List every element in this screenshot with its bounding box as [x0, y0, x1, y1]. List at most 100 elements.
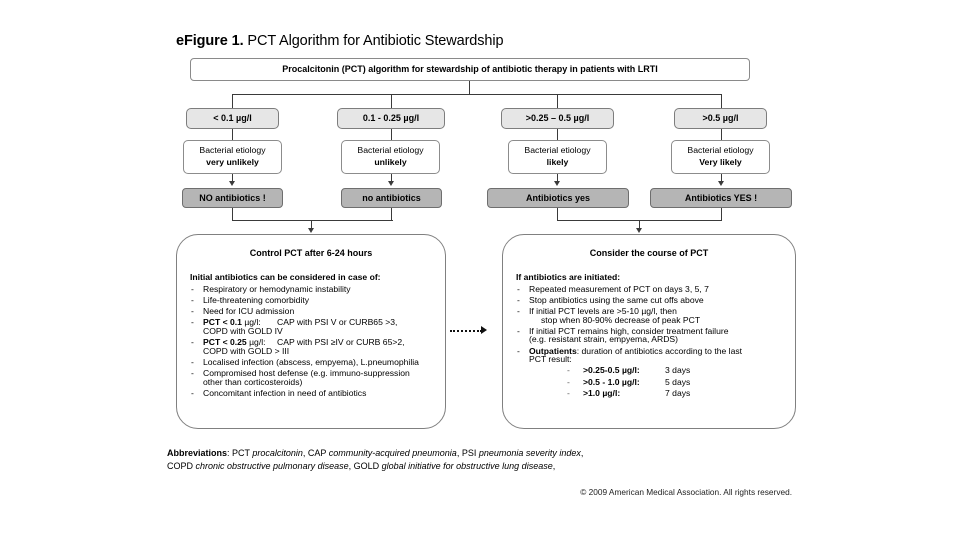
abbrev-italic: global initiative for obstructive lung d… [381, 461, 553, 472]
abbrev-text: COPD [167, 461, 196, 472]
etiology-box-1: Bacterial etiology very unlikely [183, 140, 282, 174]
page-title: eFigure 1. PCT Algorithm for Antibiotic … [176, 33, 504, 49]
duration-value: 3 days [665, 364, 691, 375]
rule-value-2: CAP with PSI ≥IV or CURB 65>2, [277, 336, 405, 347]
abbrev-text: , [552, 461, 556, 472]
outpatients-text: : duration of antibiotics according to t… [576, 345, 743, 356]
connector-drop-1 [232, 94, 234, 108]
duration-range: >0.5 - 1.0 µg/l: [583, 376, 640, 387]
copyright-notice: © 2009 American Medical Association. All… [580, 487, 792, 497]
list-item: -Need for ICU admission [190, 307, 437, 316]
connector-trunk [469, 81, 471, 95]
list-item: -Life-threatening comorbidity [190, 294, 437, 305]
list-item-text: Stop antibiotics using the same cut offs… [529, 294, 704, 305]
rule-value-1: CAP with PSI V or CURB65 >3, [277, 317, 398, 328]
connector-merge-1h [232, 220, 393, 222]
dash-bullet: - [567, 388, 570, 399]
threshold-box-4: >0.5 µg/l [674, 108, 767, 129]
antibiotics-box-2: no antibiotics [341, 188, 442, 208]
antibiotics-label-1: NO antibiotics ! [199, 192, 266, 203]
dash-bullet: - [191, 387, 194, 398]
left-panel-heading: Initial antibiotics can be considered in… [190, 272, 381, 282]
threshold-box-1: < 0.1 µg/l [186, 108, 279, 129]
connector-thr-etio-3 [557, 129, 559, 140]
abbrev-italic: community-acquired pneumonia [328, 448, 457, 458]
list-item-rule: - PCT < 0.25 µg/l: CAP with PSI ≥IV or C… [190, 338, 437, 355]
etiology-line1-2: Bacterial etiology [357, 145, 424, 156]
outpatients-label: Outpatients [529, 345, 577, 356]
dash-bullet: - [191, 336, 194, 347]
connector-thr-etio-2 [391, 129, 393, 140]
rule-key-unit-2: µg/l: [246, 336, 266, 347]
list-item: -Localised infection (abscess, empyema),… [190, 356, 437, 367]
abbrev-text: , [580, 448, 584, 458]
list-item: - >1.0 µg/l: 7 days [567, 389, 787, 398]
list-item: -Concomitant infection in need of antibi… [190, 387, 437, 398]
connector-drop-3 [557, 94, 559, 108]
dash-bullet: - [567, 376, 570, 387]
list-item-wrapped: - Compromised host defense (e.g. immuno-… [190, 369, 437, 386]
list-item-text: Life-threatening comorbidity [203, 294, 310, 305]
abbrev-text: , GOLD [348, 461, 382, 472]
dash-bullet: - [517, 325, 520, 336]
list-item-text: Localised infection (abscess, empyema), … [203, 356, 419, 367]
etiology-box-3: Bacterial etiology likely [508, 140, 607, 174]
list-item-text: Repeated measurement of PCT on days 3, 5… [529, 283, 709, 294]
list-item: - >0.5 - 1.0 µg/l: 5 days [567, 376, 787, 387]
list-item-outpatients: - Outpatients: duration of antibiotics a… [516, 345, 787, 398]
list-item-wrapped: - If initial PCT levels are >5-10 µg/l, … [516, 307, 787, 324]
dash-bullet: - [517, 345, 520, 356]
right-panel-heading: If antibiotics are initiated: [516, 272, 621, 282]
etiology-line1-3: Bacterial etiology [524, 145, 591, 156]
list-item-line2: stop when 80-90% decrease of peak PCT [541, 314, 701, 325]
connector-merge-1a [232, 208, 234, 221]
dash-bullet: - [517, 305, 520, 316]
left-panel-title: Control PCT after 6-24 hours [249, 248, 373, 258]
list-item-text: Need for ICU admission [203, 305, 295, 316]
abbreviations-line-1: Abbreviations: PCT procalcitonin, CAP co… [167, 447, 867, 460]
antibiotics-label-4: Antibiotics YES ! [684, 192, 758, 203]
connector-thr-etio-4 [721, 129, 723, 140]
right-panel: Consider the course of PCT If antibiotic… [502, 234, 796, 429]
rule-key-1: PCT < 0.1 µg/l: [203, 318, 277, 327]
connector-etio-ab-3 [557, 174, 559, 182]
etiology-line1-4: Bacterial etiology [687, 145, 754, 156]
list-item: -Respiratory or hemodynamic instability [190, 283, 437, 294]
etiology-line2-3: likely [546, 157, 569, 167]
connector-merge-1b [391, 208, 393, 221]
arrowhead-right [481, 326, 487, 334]
antibiotics-box-4: Antibiotics YES ! [650, 188, 792, 208]
list-item-rule: - PCT < 0.1 µg/l: CAP with PSI V or CURB… [190, 318, 437, 335]
list-item-line2: other than corticosteroids) [203, 376, 303, 387]
rule-value-cont-2: COPD with GOLD > III [203, 345, 290, 356]
connector-drop-4 [721, 94, 723, 108]
etiology-box-4: Bacterial etiology Very likely [671, 140, 770, 174]
outpatients-text-cont: PCT result: [529, 354, 572, 365]
threshold-label-3: >0.25 – 0.5 µg/l [525, 113, 590, 124]
dash-bullet: - [191, 317, 194, 328]
arrowhead-down-4 [718, 181, 724, 186]
rule-key-bold-1: PCT < 0.1 [203, 317, 242, 328]
threshold-box-2: 0.1 - 0.25 µg/l [337, 108, 445, 129]
connector-bus [232, 94, 721, 96]
list-item-line2: (e.g. resistant strain, empyema, ARDS) [529, 334, 679, 345]
connector-merge-2a [557, 208, 559, 221]
dash-bullet: - [191, 367, 194, 378]
right-panel-body: If antibiotics are initiated: -Repeated … [516, 273, 787, 401]
etiology-line1-1: Bacterial etiology [199, 145, 266, 156]
list-item-text: Respiratory or hemodynamic instability [203, 283, 351, 294]
antibiotics-label-3: Antibiotics yes [525, 192, 590, 203]
abbrev-text: , PSI [456, 448, 479, 458]
list-item-wrapped: - If initial PCT remains high, consider … [516, 325, 787, 345]
dash-bullet: - [517, 294, 520, 305]
etiology-line2-1: very unlikely [206, 157, 259, 167]
connector-etio-ab-2 [391, 174, 393, 182]
connector-merge-2b [721, 208, 723, 221]
list-item-text: Concomitant infection in need of antibio… [203, 387, 367, 398]
arrowhead-down-2 [388, 181, 394, 186]
abbrev-italic: procalcitonin [252, 448, 303, 458]
outpatients-line: Outpatients: duration of antibiotics acc… [529, 346, 742, 356]
list-item-line1: Compromised host defense (e.g. immuno-su… [203, 367, 410, 378]
abbrev-text: : PCT [227, 448, 253, 458]
